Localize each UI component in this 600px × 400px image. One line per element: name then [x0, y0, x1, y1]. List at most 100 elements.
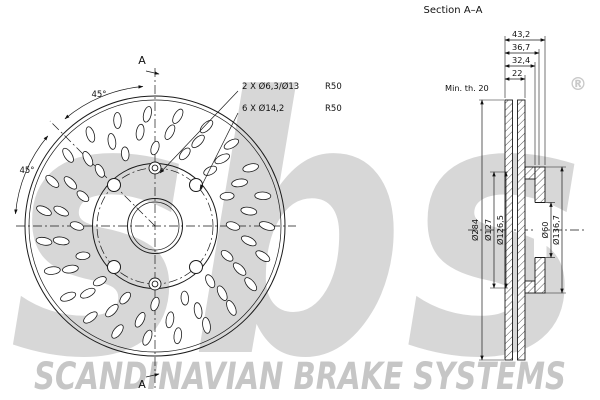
vent-slot [62, 264, 79, 274]
vent-slot [216, 285, 228, 301]
angle-arc-lower [14, 135, 49, 215]
registered-trademark-icon: ® [569, 74, 587, 95]
vent-slot [83, 311, 98, 324]
vent-slot [85, 126, 96, 143]
vent-slot [80, 287, 96, 299]
vent-slot [203, 165, 218, 176]
vent-slot [75, 251, 91, 261]
vent-slot [119, 291, 131, 305]
pin-hole-radius-note: R50 [325, 82, 342, 92]
vent-slot [92, 276, 107, 287]
dia-label-hat: Ø136,7 [551, 215, 561, 245]
bolt-hole-leader-line [199, 112, 239, 190]
vent-slot [113, 112, 122, 129]
section-marker-bottom-label: A [138, 378, 146, 391]
pin-hole [151, 164, 159, 172]
dim-label-face-1: 36,7 [512, 42, 530, 52]
section-view: Section A–A 43,2 36,7 32,4 22 M [423, 5, 586, 361]
section-marker-top-label: A [138, 54, 146, 67]
bolt-holes [107, 178, 203, 274]
angle-label-upper: 45° [91, 90, 106, 100]
watermark-layer: sbs ® SCANDINAVIAN BRAKE SYSTEMS [10, 22, 587, 400]
pin-hole-leader-line [159, 90, 239, 174]
vent-slot [254, 191, 272, 201]
dia-label-bore: Ø60 [540, 222, 550, 239]
pin-holes [148, 161, 162, 291]
vent-slot [240, 206, 258, 216]
vent-slot [142, 106, 152, 123]
bolt-hole-radius-note: R50 [325, 104, 342, 114]
bolt-hole [107, 178, 121, 192]
vent-slot [35, 236, 53, 246]
vent-slot [255, 250, 271, 263]
vent-slot [52, 236, 70, 246]
pin-hole [151, 280, 159, 288]
dim-label-overall-depth: 43,2 [512, 29, 530, 39]
dim-label-face-2: 32,4 [512, 55, 530, 65]
vent-slot [53, 205, 69, 217]
min-thickness-note: Min. th. 20 [445, 83, 489, 93]
bolt-hole [189, 260, 203, 274]
section-title: Section A–A [423, 5, 482, 16]
bolt-hole-note: 6 X Ø14,2 [242, 103, 284, 114]
vent-slot [226, 300, 237, 316]
vent-slot [63, 176, 78, 190]
front-view: 45° 45° A A 2 X Ø6,3/Ø13 R50 6 X Ø14,2 R… [14, 54, 342, 391]
bolt-hole [107, 260, 121, 274]
vent-slot [205, 274, 216, 289]
angle-arc-upper [64, 85, 144, 120]
vent-slot [231, 178, 248, 188]
vent-slot [69, 221, 85, 231]
vent-slot [150, 140, 160, 156]
vent-slot [191, 134, 205, 149]
section-arrow-bottom [145, 373, 160, 378]
center-bore-chamfer [130, 201, 180, 251]
vent-slot [180, 290, 190, 306]
dia-label-outer: Ø284 [470, 219, 480, 241]
pin-hole-note: 2 X Ø6,3/Ø13 [242, 81, 299, 92]
vent-slot [43, 266, 61, 275]
bolt-hole [189, 178, 203, 192]
vent-slot [242, 163, 259, 173]
vent-slot [135, 123, 145, 141]
hat-wall-bottom [524, 280, 536, 294]
vent-slot [172, 108, 184, 124]
hat-wall-top [524, 166, 536, 180]
vent-slot [241, 235, 257, 247]
dia-label-register: Ø126,5 [495, 215, 505, 245]
vent-slot [220, 250, 234, 262]
disc-rim-inner-edge [28, 99, 282, 353]
vent-slot [179, 147, 191, 161]
footer-brand-text: SCANDINAVIAN BRAKE SYSTEMS [34, 355, 566, 398]
vent-slot [223, 138, 240, 150]
vent-slot [62, 147, 74, 163]
vent-slot [225, 221, 241, 231]
vent-slot [142, 329, 153, 346]
vent-slot [173, 327, 183, 345]
vent-slot [193, 302, 203, 319]
vent-slot [219, 191, 235, 201]
vent-slot [202, 317, 211, 334]
vent-slot [107, 133, 117, 150]
sbs-logo-watermark: sbs [10, 22, 585, 400]
vent-slot [120, 146, 130, 162]
friction-plate-right [517, 99, 526, 361]
vent-slot [150, 296, 160, 312]
vent-slot [214, 153, 230, 165]
vent-slot [134, 312, 146, 328]
disc-outer-edge [24, 95, 286, 357]
vent-slot [105, 303, 119, 318]
vent-slot [82, 151, 94, 167]
vent-slot [76, 190, 90, 202]
vent-slot [232, 262, 247, 276]
section-arrow-top [145, 70, 160, 75]
vent-slot [111, 324, 124, 339]
dim-label-thickness: 22 [512, 68, 522, 78]
vent-slot [258, 221, 276, 231]
bore-gap [534, 202, 547, 258]
vent-slot [244, 277, 258, 292]
angle-label-lower: 45° [19, 166, 34, 176]
center-bore [127, 198, 183, 254]
